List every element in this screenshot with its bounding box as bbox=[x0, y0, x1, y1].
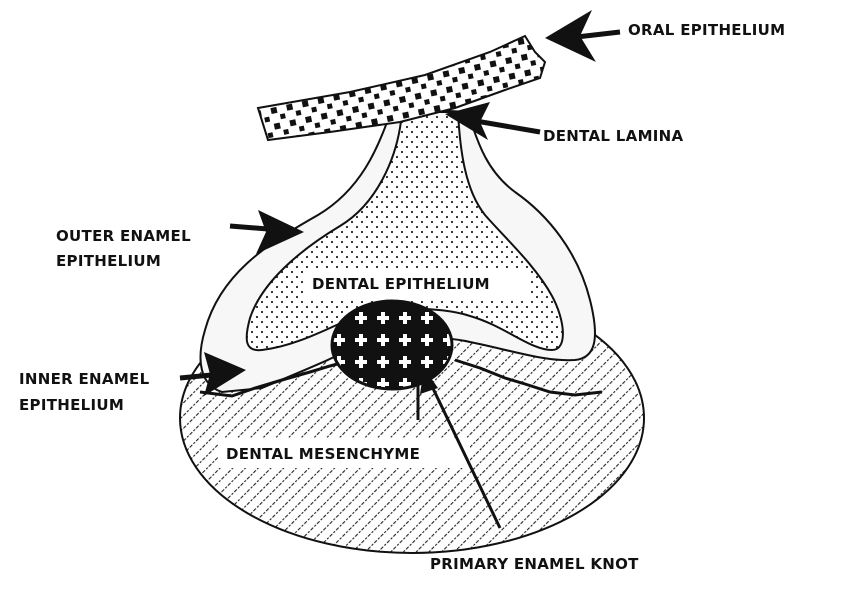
primary-enamel-knot-region bbox=[330, 299, 454, 391]
oral-epithelium-band bbox=[256, 34, 547, 142]
primary-enamel-knot-label: PRIMARY ENAMEL KNOT bbox=[430, 555, 639, 573]
dental-lamina-arrow bbox=[445, 102, 541, 140]
dental-epithelium-label-bg bbox=[306, 268, 528, 298]
inner-enamel-label-line2: EPITHELIUM bbox=[19, 396, 124, 414]
dental-lamina-label: DENTAL LAMINA bbox=[543, 127, 684, 145]
oral-epithelium-label: ORAL EPITHELIUM bbox=[628, 21, 785, 39]
inner-enamel-label-line1: INNER ENAMEL bbox=[19, 370, 150, 388]
dental-mesenchyme-label: DENTAL MESENCHYME bbox=[226, 445, 420, 463]
arrows bbox=[179, 10, 621, 529]
dental-epithelium-label: DENTAL EPITHELIUM bbox=[312, 275, 490, 293]
outer-enamel-label-line2: EPITHELIUM bbox=[56, 252, 161, 270]
primary-enamel-knot-arrow bbox=[410, 356, 502, 529]
outer-enamel-arrow bbox=[229, 210, 304, 254]
oral-epithelium-arrow bbox=[545, 10, 621, 62]
outer-enamel-label-line1: OUTER ENAMEL bbox=[56, 227, 191, 245]
inner-enamel-epithelium-line bbox=[199, 358, 603, 398]
dental-mesenchyme-label-bg bbox=[218, 438, 470, 468]
inner-enamel-arrow bbox=[179, 352, 246, 396]
